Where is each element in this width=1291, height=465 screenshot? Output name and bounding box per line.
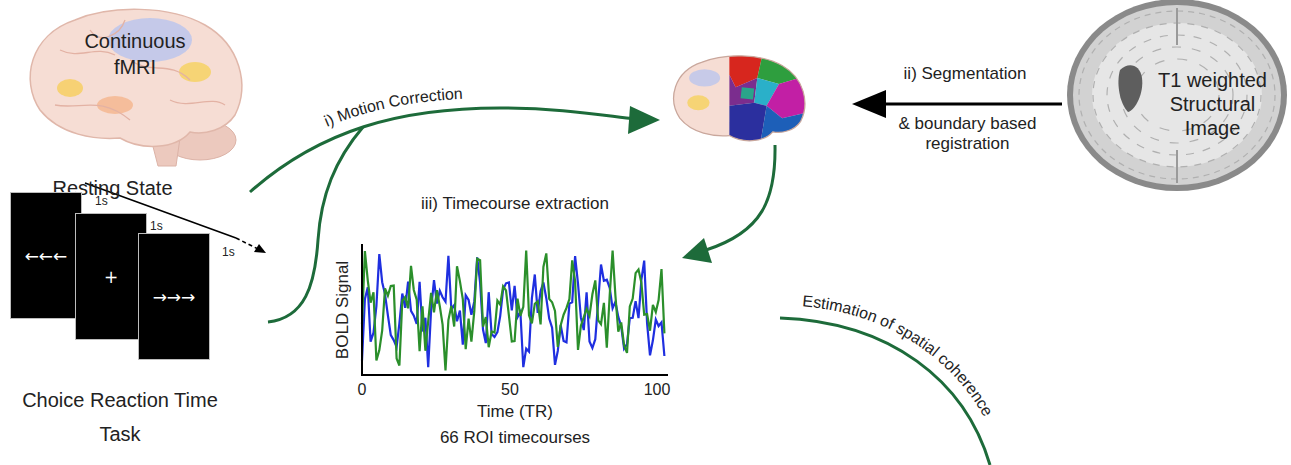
stimulus-text: + bbox=[104, 267, 118, 287]
fmri-brain-node: Continuous fMRIResting State bbox=[10, 0, 260, 205]
text-label: Time (TR) bbox=[415, 402, 615, 422]
tick-label: 100 bbox=[627, 380, 687, 399]
stimulus-slide: →→→ bbox=[138, 233, 210, 360]
stimulus-text: →→→ bbox=[153, 287, 196, 307]
coherence-curve bbox=[780, 318, 990, 465]
node-text: Continuous fMRI bbox=[70, 28, 200, 80]
task-node: Choice Reaction Time Task ←←← + →→→ bbox=[0, 185, 270, 465]
arrow-label: Estimation of spatial coherence bbox=[802, 292, 997, 419]
arrow-head bbox=[628, 106, 660, 134]
curve-label: Estimation of spatial coherence bbox=[802, 292, 997, 419]
text-label: 1s bbox=[222, 245, 252, 259]
timecourse-line bbox=[362, 254, 664, 367]
text-label: iii) Timecourse extraction bbox=[395, 194, 635, 214]
segmentation-arrow bbox=[852, 90, 1062, 118]
extraction-arrow bbox=[682, 145, 775, 263]
tick-label: 50 bbox=[480, 380, 540, 399]
node-text: T1 weighted Structural Image bbox=[1145, 68, 1280, 140]
curve-label: i) Motion Correction bbox=[322, 85, 463, 130]
text-label: 1s bbox=[150, 219, 180, 233]
timecourse-line bbox=[362, 251, 664, 371]
node-text: Choice Reaction Time Task bbox=[0, 383, 240, 451]
arrow-label: i) Motion Correction bbox=[322, 85, 463, 130]
stimulus-text: ←←← bbox=[25, 246, 68, 266]
stimulus-slide: ←←← bbox=[10, 192, 82, 319]
parcellated-brain bbox=[674, 50, 810, 143]
t1-image-node: T1 weighted Structural Image bbox=[1060, 0, 1291, 190]
text-label: ii) Segmentation bbox=[880, 64, 1050, 84]
t1-image bbox=[1067, 0, 1287, 191]
text-label: 66 ROI timecourses bbox=[395, 428, 635, 448]
fmri-brain bbox=[30, 9, 242, 166]
text-label: 1s bbox=[95, 194, 125, 208]
tick-label: 0 bbox=[332, 380, 392, 399]
text-label: & boundary based registration bbox=[885, 114, 1050, 155]
timecourse-chart bbox=[361, 244, 668, 376]
axis-title: BOLD Signal bbox=[333, 261, 353, 359]
stimulus-slide: + bbox=[75, 213, 147, 340]
